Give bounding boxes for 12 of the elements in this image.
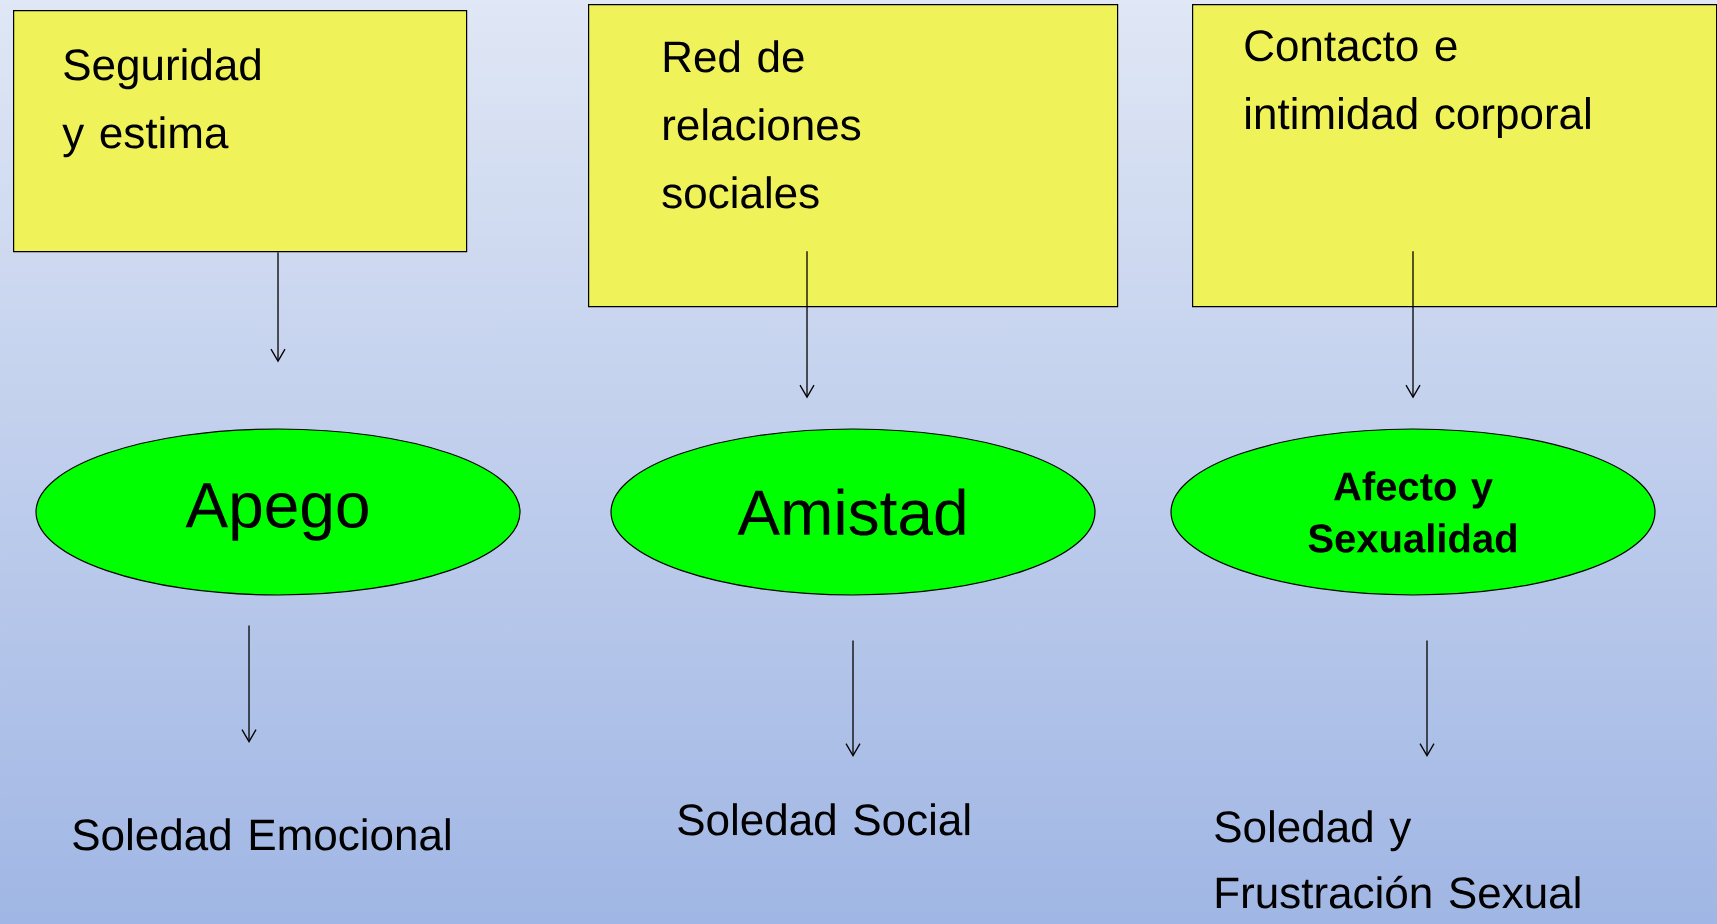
- outcome-text: Soledad Social: [678, 803, 970, 836]
- arrow: [799, 250, 815, 399]
- arrow: [845, 639, 861, 757]
- arrow: [241, 624, 257, 743]
- text-box: Red de relaciones sociales: [588, 4, 1119, 308]
- outcome-text: Soledad y Frustración Sexual: [1215, 810, 1580, 909]
- arrow: [270, 251, 286, 363]
- text-box: Contacto e intimidad corporal: [1192, 4, 1717, 308]
- text-box: Seguridad y estima: [13, 10, 468, 253]
- arrow: [1419, 639, 1435, 757]
- arrow: [1405, 250, 1421, 399]
- outcome-text: Soledad Emocional: [73, 818, 450, 851]
